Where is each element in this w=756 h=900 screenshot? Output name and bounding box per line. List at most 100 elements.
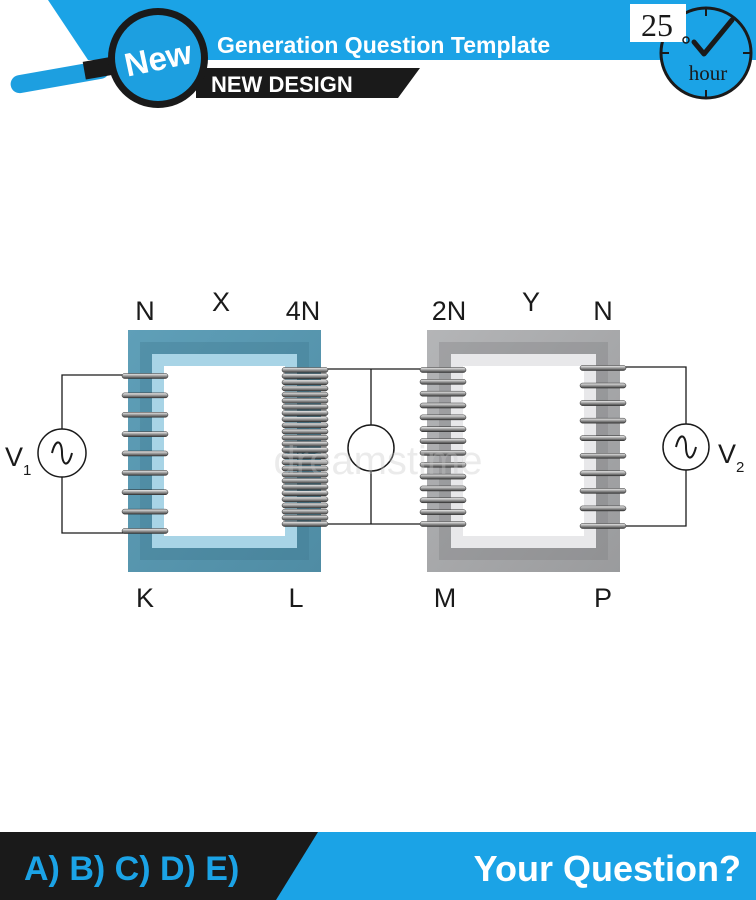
label-transformer-y: Y: [522, 287, 540, 317]
sine-icon: [675, 435, 697, 459]
coil-turn: [281, 459, 329, 466]
coil-y-primary: [419, 367, 467, 527]
coil-turn: [281, 453, 329, 459]
coil-turn: [121, 489, 169, 495]
coil-turn: [281, 416, 329, 423]
coil-turn: [281, 447, 329, 453]
transformer-y-core: [427, 330, 620, 572]
subtitle-bar: [196, 68, 420, 98]
coil-turn: [281, 373, 329, 379]
coil-turn: [281, 478, 329, 484]
header: New Generation Question Template NEW DES…: [10, 0, 756, 108]
coil-turn: [579, 417, 627, 424]
coil-turn: [121, 412, 169, 418]
coil-turn: [281, 496, 329, 503]
answer-options: A) B) C) D) E): [24, 850, 239, 888]
coil-turn: [121, 470, 169, 476]
coil-turn: [419, 414, 467, 421]
coil-turn: [281, 484, 329, 490]
coil-turn: [121, 431, 169, 437]
coil-turn: [281, 428, 329, 435]
header-banner: [48, 0, 756, 60]
coil-turn: [281, 441, 329, 447]
coil-x-primary: [121, 373, 169, 534]
coil-turn: [579, 470, 627, 477]
coil-turn: [579, 400, 627, 406]
watermark: dreamstime: [274, 439, 483, 483]
coil-turn: [419, 462, 467, 468]
coil-turn: [419, 509, 467, 515]
label-l: L: [288, 583, 303, 613]
badge-circle: [115, 15, 201, 101]
coil-turn: [579, 382, 627, 389]
label-transformer-x: X: [212, 287, 230, 317]
coil-turn: [579, 365, 627, 371]
label-p: P: [594, 583, 612, 613]
coil-turn: [121, 373, 169, 379]
footer-options-panel: [0, 832, 318, 900]
label-m: M: [434, 583, 457, 613]
coil-turn: [419, 438, 467, 444]
coil-turn: [281, 521, 329, 527]
coil-turn: [121, 508, 169, 515]
coil-turn: [121, 528, 169, 534]
label-v1: V1: [5, 442, 31, 479]
coil-turn: [281, 435, 329, 441]
coil-turn: [419, 497, 467, 504]
coil-turn: [419, 485, 467, 492]
coil-turn: [281, 502, 329, 509]
coil-turn: [281, 410, 329, 416]
clock-number: 25: [641, 7, 673, 43]
clock-unit: hour: [689, 61, 728, 85]
sine-icon: [51, 441, 73, 465]
magnifier-icon: [10, 56, 116, 94]
coil-turn: [281, 391, 329, 398]
header-subtitle: NEW DESIGN: [211, 72, 353, 97]
coil-turn: [281, 398, 329, 404]
question-prompt: Your Question?: [474, 848, 741, 889]
coil-turn: [121, 450, 169, 457]
coils: [121, 365, 627, 534]
coil-turn: [281, 515, 329, 521]
coil-turn: [579, 453, 627, 459]
coil-turn: [281, 422, 329, 429]
coil-turn: [579, 488, 627, 494]
coil-turn: [419, 402, 467, 409]
coil-turn: [281, 465, 329, 472]
coil-turn: [579, 505, 627, 512]
coil-turn: [281, 508, 329, 515]
ac-source-left: [37, 428, 87, 478]
coil-turn: [579, 523, 627, 529]
coil-turn: [419, 390, 467, 397]
coil-turn: [281, 379, 329, 386]
coil-turn: [419, 473, 467, 480]
label-x-primary-turns: N: [135, 296, 155, 326]
coil-turn: [419, 521, 467, 527]
clock-number-bg: [630, 4, 686, 42]
coil-turn: [419, 426, 467, 432]
coil-turn: [281, 490, 329, 496]
coil-turn: [121, 392, 169, 399]
coil-x-secondary: [281, 367, 329, 527]
header-title: Generation Question Template: [217, 32, 550, 58]
coil-turn: [419, 367, 467, 373]
coil-turn: [281, 367, 329, 373]
clock-dot: [682, 36, 690, 44]
coil-turn: [579, 435, 627, 441]
coil-turn: [281, 404, 329, 410]
coil-turn: [281, 385, 329, 392]
ac-source-right: [662, 423, 710, 471]
label-y-primary-turns: 2N: [432, 296, 467, 326]
circuit-wires: [61, 366, 687, 534]
label-v2: V2: [718, 439, 744, 476]
label-k: K: [136, 583, 154, 613]
coil-turn: [419, 379, 467, 385]
lamp-middle: [347, 424, 395, 472]
label-x-secondary-turns: 4N: [286, 296, 321, 326]
checkmark-icon: [691, 17, 735, 57]
coil-turn: [281, 471, 329, 478]
coil-turn: [419, 450, 467, 456]
coil-y-secondary: [579, 365, 627, 529]
label-y-secondary-turns: N: [593, 296, 613, 326]
